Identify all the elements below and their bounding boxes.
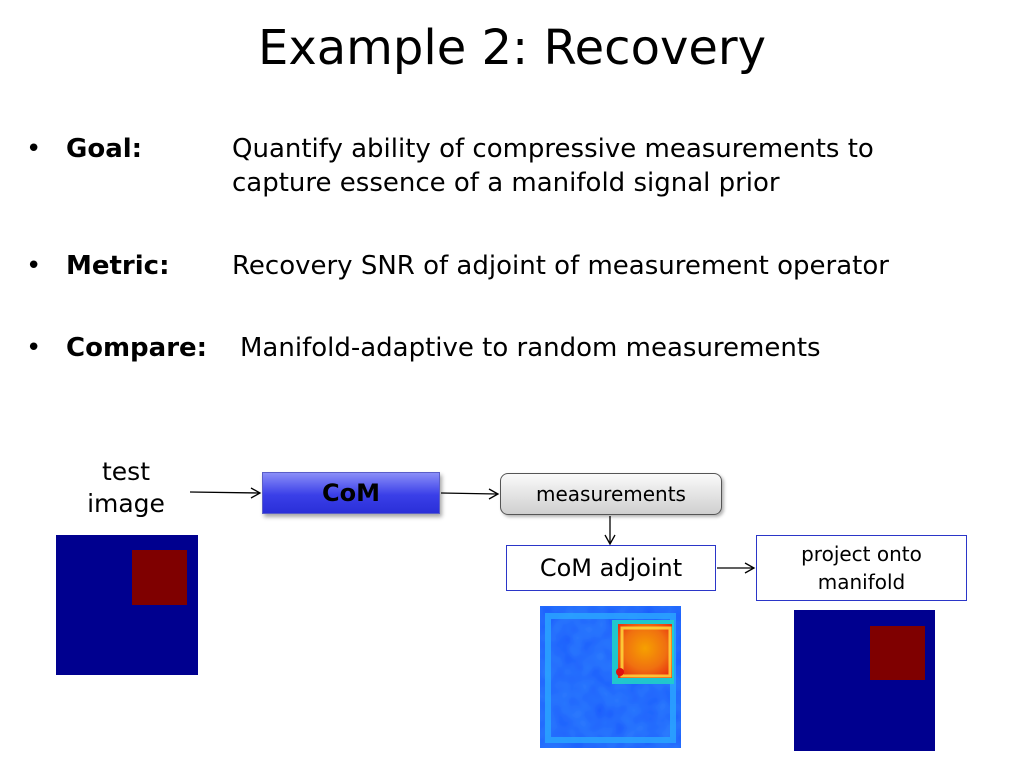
arrowhead-measurements-to-adjoint [604,534,616,546]
arrowhead-test-to-com [250,487,262,499]
bullet-label-metric: Metric: [66,251,170,281]
bullet-marker: • [26,333,42,363]
test-image [56,535,198,675]
measurements-block: measurements [500,473,722,515]
test-image-square [132,550,187,605]
arrowhead-com-to-measurements [488,488,500,500]
com-adjoint-block: CoM adjoint [506,545,716,591]
adjoint-image-square [618,624,672,678]
arrow-test-to-com [189,491,260,494]
arrow-com-to-measurements [440,492,498,495]
test-image-label: test image [66,456,186,520]
arrowhead-adjoint-to-project [744,562,756,574]
bullet-label-compare: Compare: [66,333,208,363]
adjoint-image [540,606,681,748]
test-image-label-line-1: test [101,457,150,486]
bullet-marker: • [26,134,42,164]
bullet-marker: • [26,251,42,281]
adjoint-image-spot [616,668,624,676]
project-label-line-1: project onto [801,542,922,566]
project-onto-manifold-block: project onto manifold [756,535,967,601]
com-block: CoM [262,472,440,514]
bullet-label-goal: Goal: [66,134,143,164]
bullet-text-goal-line-2: capture essence of a manifold signal pri… [232,168,780,198]
project-label-line-2: manifold [817,570,906,594]
bullet-text-metric: Recovery SNR of adjoint of measurement o… [232,251,889,281]
projected-image [794,610,935,751]
bullet-text-compare: Manifold-adaptive to random measurements [240,333,821,363]
test-image-label-line-2: image [87,489,165,518]
bullet-text-goal-line-1: Quantify ability of compressive measurem… [232,134,874,164]
slide-title: Example 2: Recovery [257,20,767,76]
adjoint-image-square-edge [620,626,672,678]
projected-image-square [870,626,925,680]
